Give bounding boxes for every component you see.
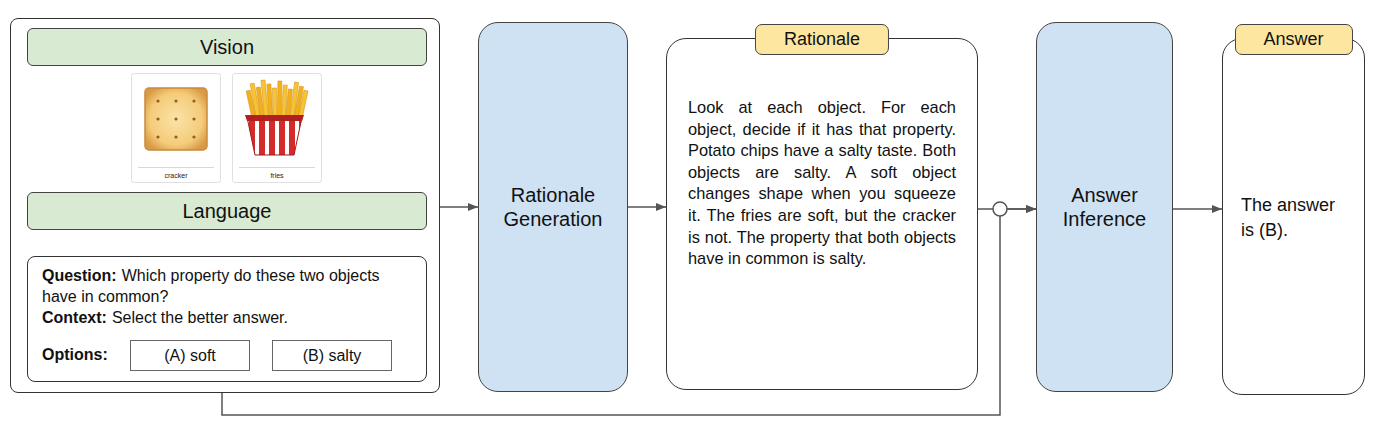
answer-box: AnswerThe answer is (B). (1222, 38, 1365, 395)
flow-arrow (440, 206, 478, 208)
process-box: Answer Inference (1036, 22, 1173, 392)
heading-tab: Rationale (755, 24, 889, 55)
rationale-box: RationaleLook at each object. For each o… (666, 38, 978, 390)
box-label: Answer Inference (1045, 183, 1164, 231)
cracker-illustration (145, 88, 207, 150)
image-caption: cracker (138, 167, 214, 179)
junction-circle (993, 202, 1007, 216)
flow-arrow (628, 206, 666, 208)
box-label: Vision (200, 36, 254, 59)
field-label: Context: (42, 309, 107, 326)
language-band: Language (27, 192, 427, 230)
fries-illustration (245, 80, 308, 155)
field-label: Options: (42, 344, 108, 365)
image-caption: fries (239, 167, 315, 179)
box-label: (B) salty (303, 345, 362, 366)
body-text: Look at each object. For each object, de… (688, 97, 956, 270)
field-label: Question: (42, 267, 117, 284)
box-label: Language (183, 200, 272, 223)
box-label: Rationale Generation (487, 183, 619, 231)
input-panel: Vision cracker friesLanguage (A) soft (B) sa… (10, 18, 440, 393)
option-box: (B) salty (272, 340, 392, 371)
option-box: (A) soft (130, 340, 250, 371)
question-line: Context: Select the better answer. (42, 307, 412, 328)
flow-arrow (1173, 208, 1222, 210)
field-text: Select the better answer. (112, 309, 288, 326)
question-line: Question:Which property do these two obj… (42, 265, 412, 307)
heading-tab: Answer (1234, 24, 1352, 55)
body-text: The answer is (B). (1241, 193, 1350, 243)
question-box: (A) soft (B) salty Question:Which property… (27, 256, 427, 382)
image-card: fries (232, 73, 322, 183)
vision-band: Vision (27, 28, 427, 66)
process-box: Rationale Generation (478, 22, 628, 392)
image-card: cracker (131, 73, 221, 183)
box-label: (A) soft (164, 345, 216, 366)
